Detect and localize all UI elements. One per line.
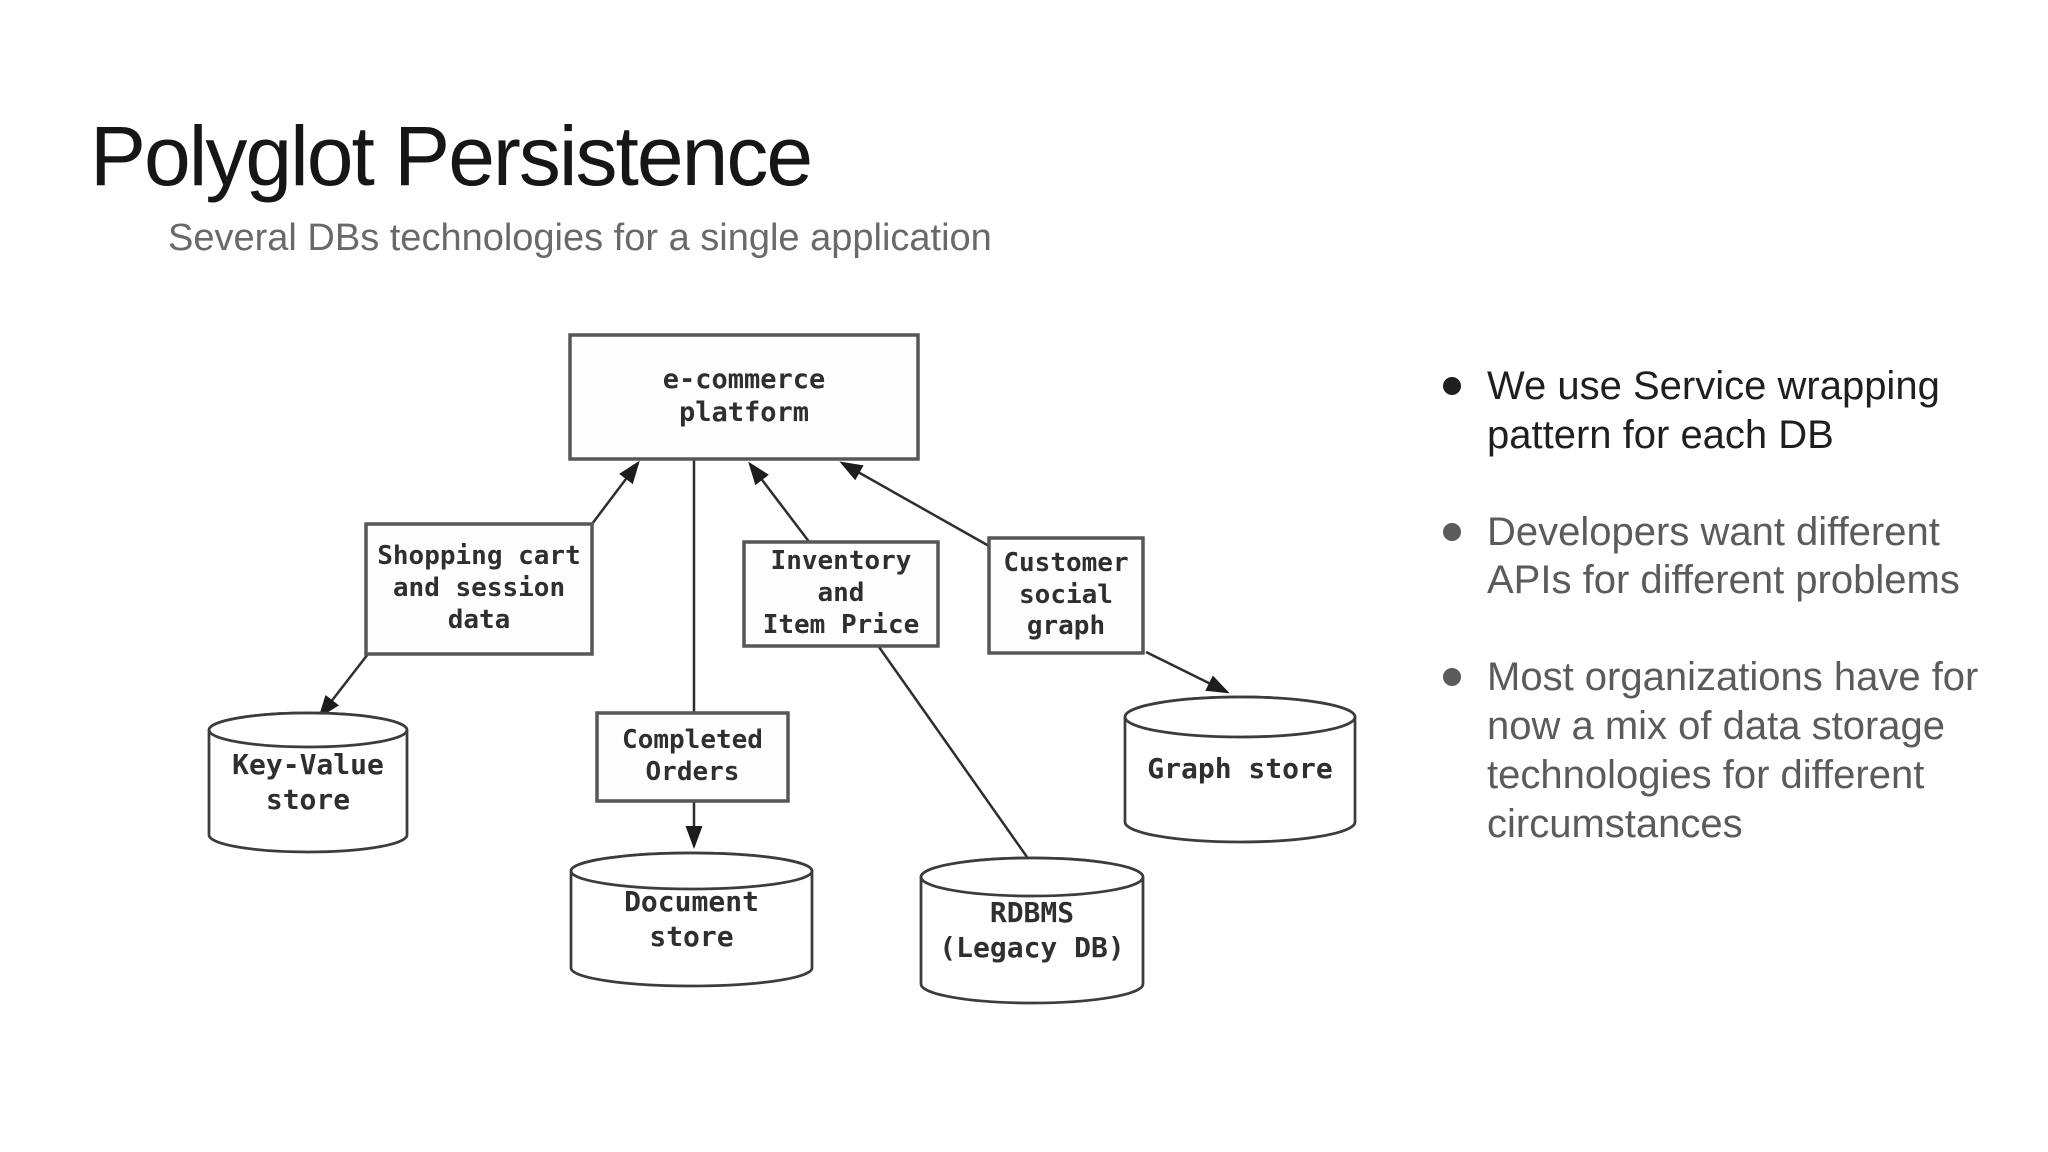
edge-customer-graph-to-graph-store xyxy=(1145,650,1230,694)
edge-inventory-to-platform xyxy=(748,461,811,544)
page-subtitle: Several DBs technologies for a single ap… xyxy=(168,217,992,259)
list-item: Developers want different APIs for diffe… xyxy=(1443,508,2023,606)
node-box-customer-graph xyxy=(987,536,1145,655)
edge-inventory-to-rdbms xyxy=(877,646,1029,858)
node-cylinder-rdbms xyxy=(919,856,1145,1005)
list-item: We use Service wrapping pattern for each… xyxy=(1443,362,2023,460)
bullet-text: We use Service wrapping pattern for each… xyxy=(1487,364,1940,457)
bullet-text: Developers want different APIs for diffe… xyxy=(1487,509,1960,603)
node-cylinder-graph-store xyxy=(1123,695,1357,844)
edge-shopping-cart-to-platform xyxy=(591,460,640,525)
node-box-shopping-cart xyxy=(364,522,594,656)
list-item: Most organizations have for now a mix of… xyxy=(1443,653,2023,848)
node-box-platform xyxy=(568,333,920,461)
node-box-completed-orders xyxy=(595,711,790,803)
edge-customer-graph-to-platform xyxy=(839,461,990,548)
bullet-dot-icon xyxy=(1443,668,1461,687)
node-cylinder-document-store xyxy=(569,851,814,988)
node-cylinder-key-value-store xyxy=(207,711,409,854)
bullet-text: Most organizations have for now a mix of… xyxy=(1487,655,1979,846)
bullet-list: We use Service wrapping pattern for each… xyxy=(1443,362,2023,896)
node-box-inventory xyxy=(742,540,940,648)
bullet-dot-icon xyxy=(1443,377,1461,395)
edge-shopping-cart-to-key-value-store xyxy=(318,653,369,719)
page-title: Polyglot Persistence xyxy=(90,109,813,203)
bullet-dot-icon xyxy=(1443,522,1461,541)
